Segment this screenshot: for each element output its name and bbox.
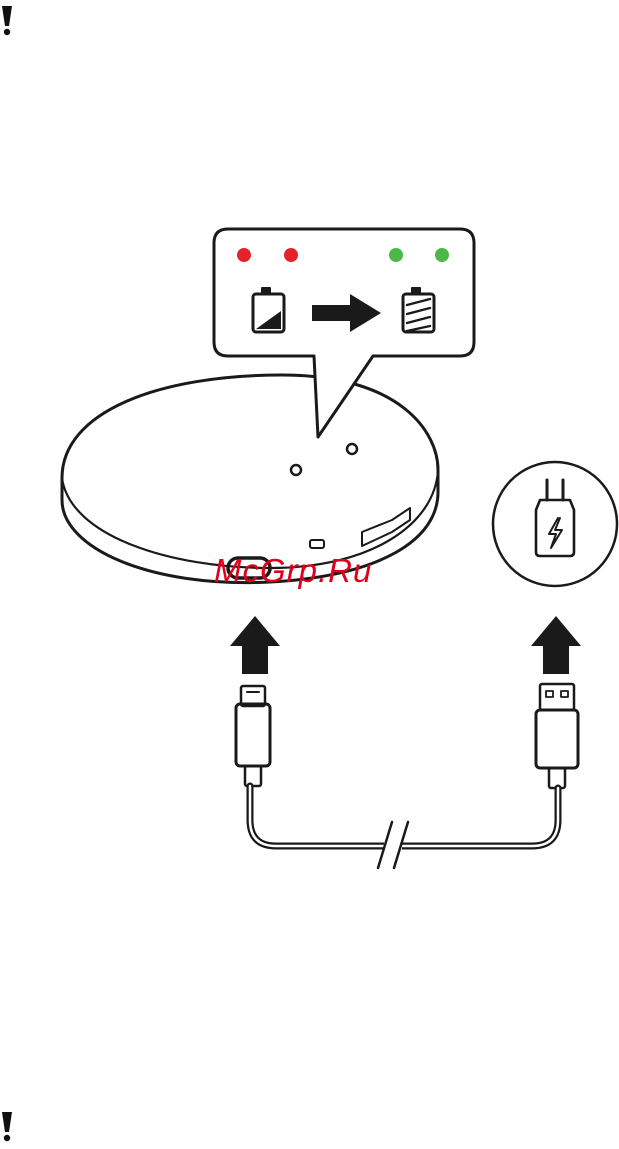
- usb-a-plug: [536, 684, 578, 788]
- up-arrow-icon: [531, 616, 581, 674]
- led-red: [284, 248, 298, 262]
- led-red: [237, 248, 251, 262]
- watermark-text: McGrp.Ru: [214, 552, 372, 590]
- led-green: [435, 248, 449, 262]
- up-arrow-icon: [230, 616, 280, 674]
- wall-charger-icon: [493, 462, 617, 586]
- led-green: [389, 248, 403, 262]
- usb-c-plug: [236, 686, 270, 786]
